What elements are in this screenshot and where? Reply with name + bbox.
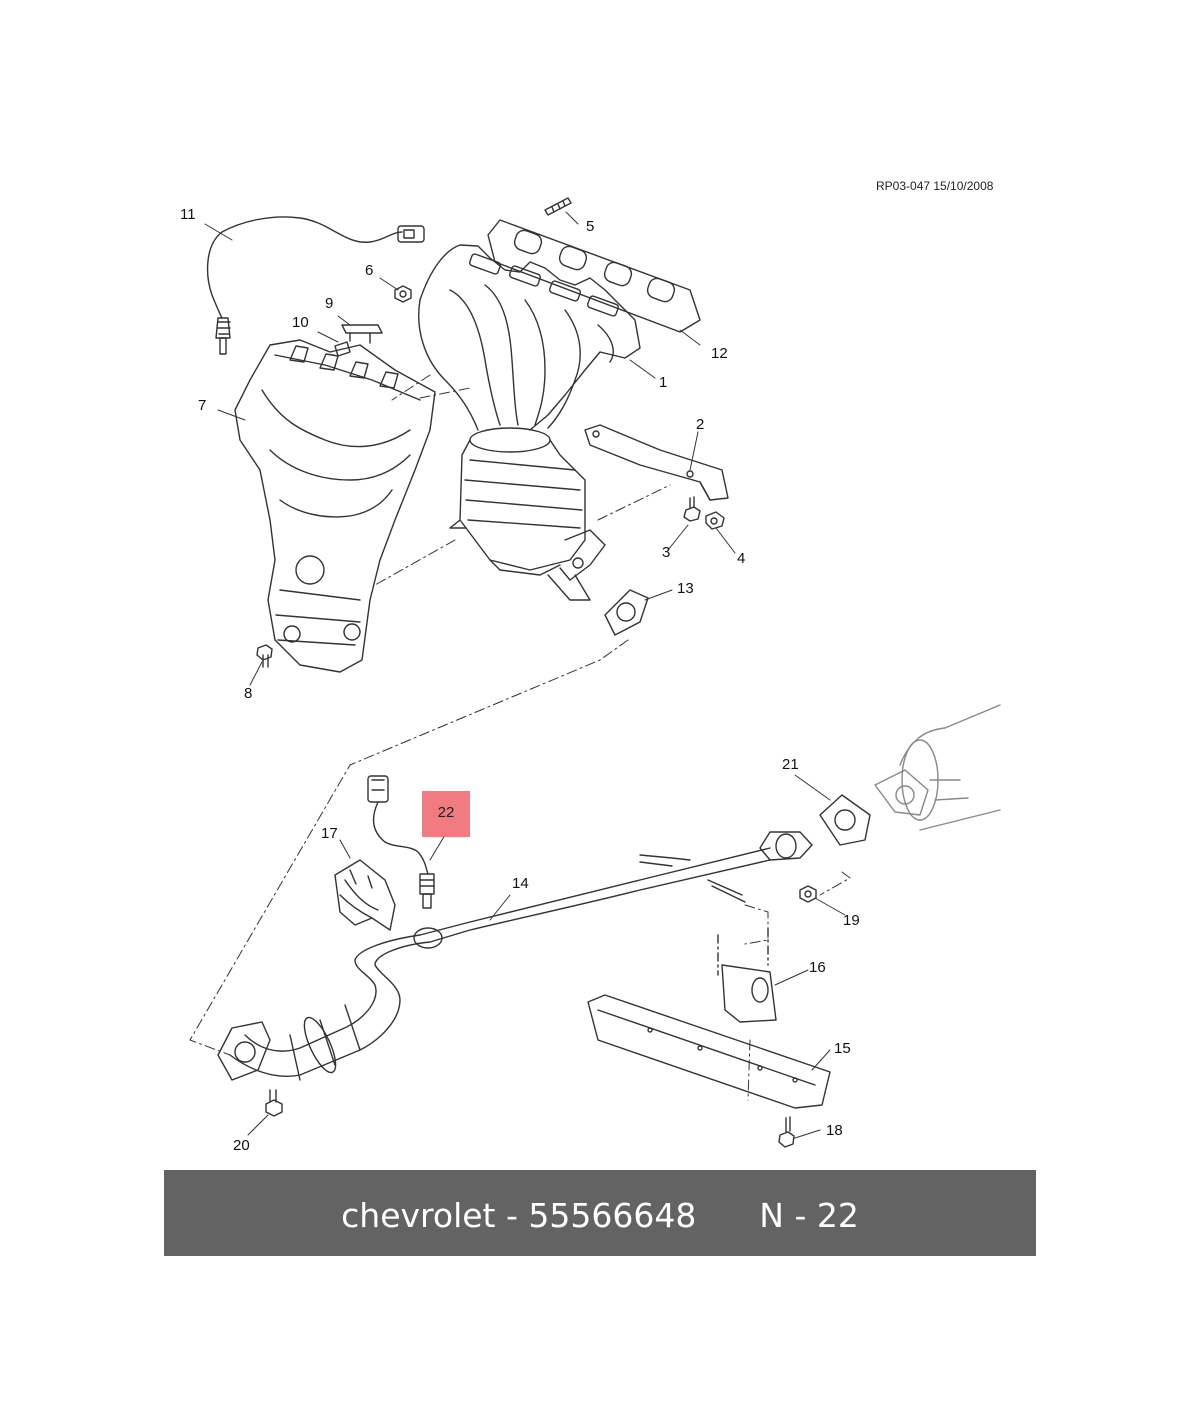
callout-9: 9 (325, 295, 334, 312)
callout-2: 2 (696, 416, 705, 433)
assembly-lines (189, 374, 851, 1101)
converter-gasket (604, 589, 649, 636)
callout-22: 22 (437, 804, 455, 821)
callout-3: 3 (662, 544, 671, 561)
front-flange-nut (265, 1089, 283, 1117)
muffler (874, 704, 1001, 831)
oxygen-sensor-upstream (206, 216, 425, 355)
callout-8: 8 (244, 685, 253, 702)
bracket-bolts (683, 496, 725, 530)
leader-lines (204, 211, 846, 1139)
callout-12: 12 (711, 345, 728, 362)
callout-11: 11 (180, 206, 196, 223)
callout-4: 4 (737, 550, 746, 567)
oxygen-sensor-downstream (367, 775, 435, 909)
callout-17: 17 (321, 825, 338, 842)
part-caption-bar: chevrolet - 55566648 N - 22 (164, 1170, 1036, 1256)
crossmember-bolt (778, 1116, 795, 1148)
manifold-nut (394, 285, 412, 303)
callout-13: 13 (677, 580, 694, 597)
crossmember-bracket (587, 994, 831, 1109)
callout-16: 16 (809, 959, 826, 976)
flange-nut (799, 885, 817, 903)
manifold-gasket (487, 219, 701, 333)
pipe-heat-shield (334, 859, 396, 931)
front-exhaust-pipe (217, 831, 813, 1081)
heat-shield-bolt (256, 644, 273, 668)
callout-5: 5 (586, 218, 595, 235)
exhaust-manifold-converter (418, 244, 641, 601)
callout-19: 19 (843, 912, 860, 929)
callout-1: 1 (659, 374, 668, 391)
callout-18: 18 (826, 1122, 843, 1139)
flange-gasket (819, 794, 871, 846)
part-caption: chevrolet - 55566648 N - 22 (341, 1196, 859, 1235)
callout-14: 14 (512, 875, 529, 892)
drawing-reference: RP03-047 15/10/2008 (876, 179, 994, 193)
exhaust-hanger (717, 927, 777, 1023)
heat-shield-bolt-bracket (334, 324, 383, 357)
heat-shield (234, 339, 436, 673)
callout-20: 20 (233, 1137, 250, 1154)
callout-10: 10 (292, 314, 309, 331)
callout-15: 15 (834, 1040, 851, 1057)
callout-7: 7 (198, 397, 207, 414)
highlighted-callout-22[interactable]: 22 (422, 791, 470, 837)
converter-bracket (584, 424, 729, 501)
manifold-stud (544, 197, 572, 216)
callout-21: 21 (782, 756, 799, 773)
callout-6: 6 (365, 262, 374, 279)
